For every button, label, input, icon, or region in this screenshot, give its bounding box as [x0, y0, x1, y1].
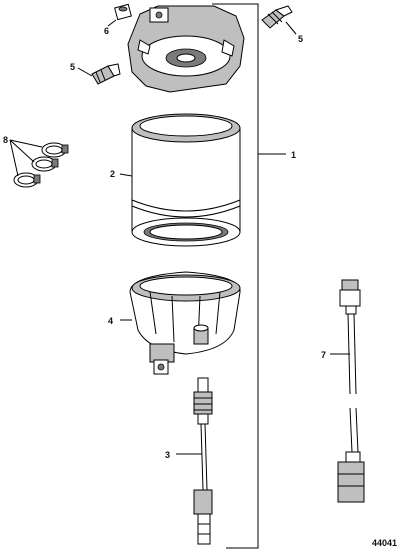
fitting-part-5-right: [261, 5, 297, 35]
callout-5-right: 5: [298, 34, 303, 44]
plug-part-6: [107, 3, 132, 27]
figure-number: 44041: [372, 538, 397, 548]
callout-7: 7: [321, 350, 326, 360]
harness-part-7: [330, 279, 365, 503]
callout-8: 8: [3, 135, 8, 145]
clamps-part-8: [9, 139, 69, 188]
filter-element-part-2: [119, 113, 241, 247]
callout-6: 6: [104, 26, 109, 36]
callout-3: 3: [165, 450, 170, 460]
drain-valve: [149, 343, 175, 375]
bowl-part-4: [120, 271, 241, 355]
callout-5-left: 5: [70, 62, 75, 72]
callout-1: 1: [291, 150, 296, 160]
fitting-part-5-left: [77, 63, 121, 85]
filter-head: [127, 5, 245, 93]
assembly-bracket: [212, 3, 286, 549]
callout-4: 4: [108, 316, 113, 326]
sensor-part-3: [176, 377, 213, 545]
callout-2: 2: [110, 169, 115, 179]
